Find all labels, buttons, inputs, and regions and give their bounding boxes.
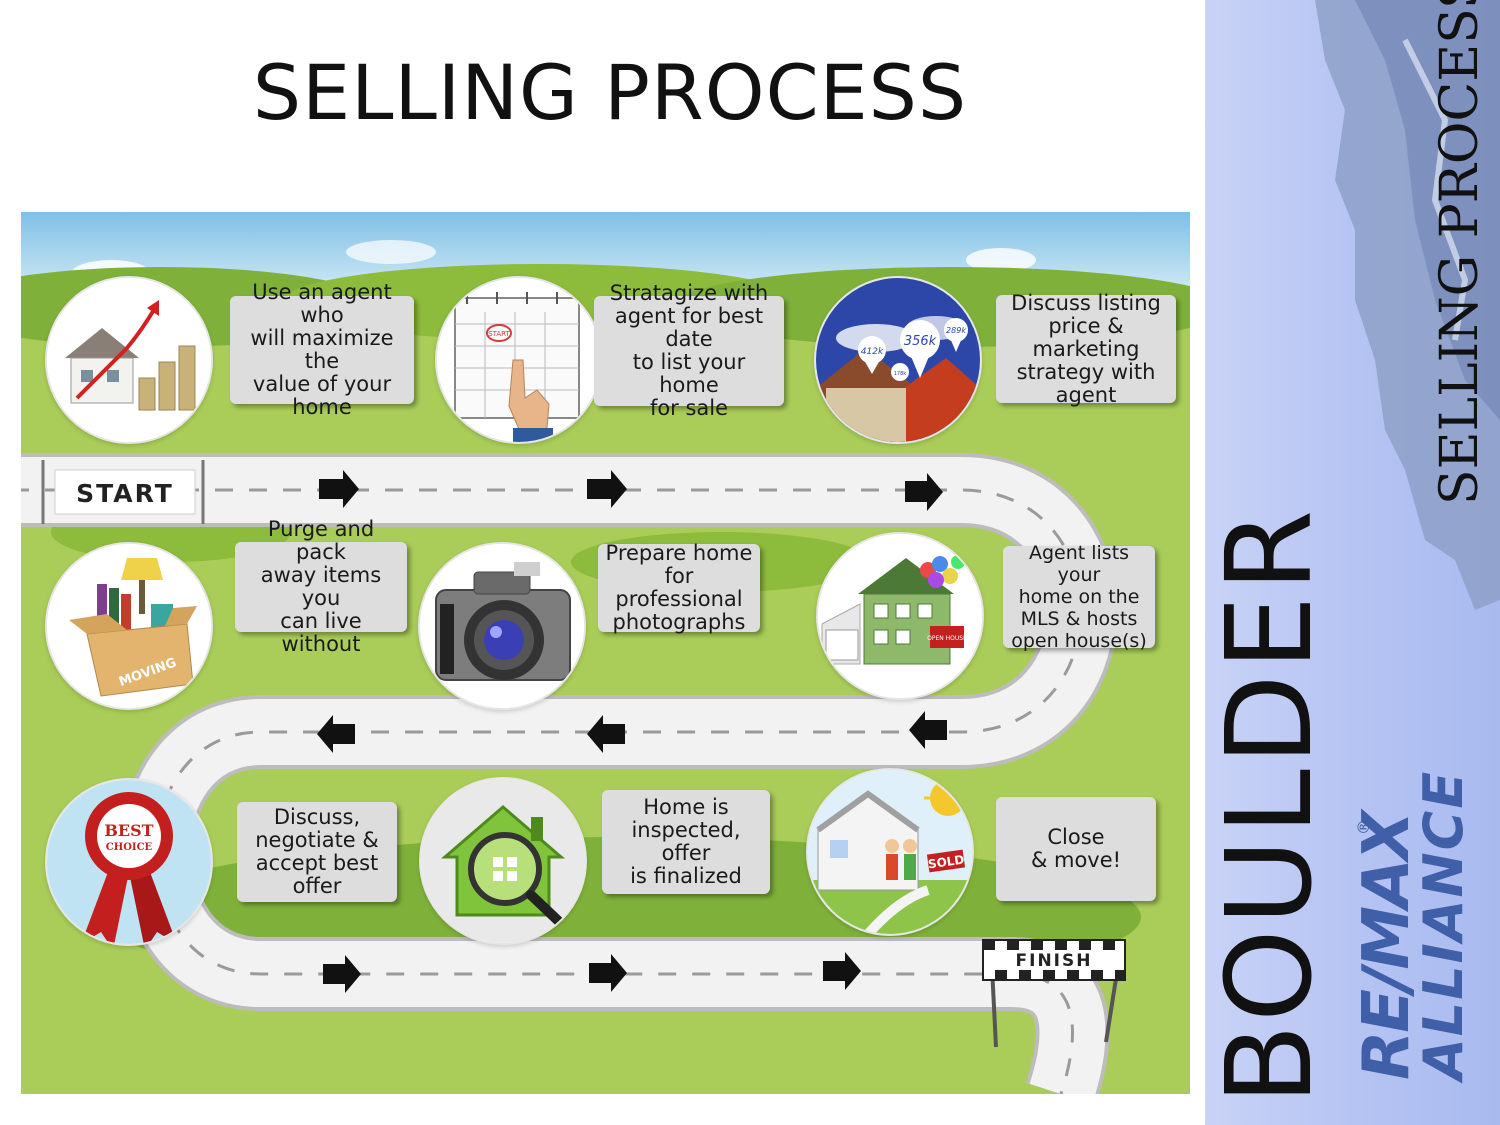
step-2-image: START <box>435 276 603 444</box>
sidebar-panel <box>1205 0 1500 1125</box>
inspection-icon <box>421 779 585 943</box>
sold-sign: SOLD <box>927 853 965 872</box>
ribbon-line-2: CHOICE <box>106 842 153 853</box>
price-tag-1: 412k <box>861 347 884 357</box>
mountain-backdrop <box>1315 0 1500 610</box>
step-7-image: BEST CHOICE <box>45 778 213 946</box>
start-label: START <box>76 479 174 508</box>
step-4-label: Purge and pack away items you can live w… <box>235 518 407 656</box>
logo-line-2: ALLIANCE <box>1412 769 1475 1080</box>
finish-label: FINISH <box>1016 951 1093 971</box>
step-2-label: Stratagize with agent for best date to l… <box>594 282 784 420</box>
sidebar-heading: SELLING PROCESS <box>1430 0 1490 505</box>
open-house-sign: OPEN HOUSE <box>927 635 967 642</box>
step-7-label: Discuss, negotiate & accept best offer <box>237 802 397 902</box>
step-8-image <box>419 777 587 945</box>
finish-flag: FINISH <box>982 939 1126 1048</box>
sold-home-icon: SOLD <box>808 770 972 934</box>
remax-alliance-logo: RE/MAX ® ALLIANCE <box>1350 770 1475 1080</box>
price-pins-icon: 412k 356k 289k 178k <box>816 278 980 442</box>
step-3-label: Discuss listing price & marketing strate… <box>996 291 1176 406</box>
ribbon-line-1: BEST <box>104 821 153 840</box>
house-value-icon <box>47 278 211 442</box>
step-5-label: Prepare home for professional photograph… <box>598 542 760 634</box>
step-6-image: OPEN HOUSE <box>816 532 984 700</box>
city-name: BOULDER <box>1200 505 1338 1105</box>
price-tag-3: 289k <box>946 326 966 335</box>
price-tag-2: 356k <box>904 334 937 349</box>
step-1-label: Use an agent who will maximize the value… <box>230 281 414 419</box>
logo-registered-mark: ® <box>1354 819 1373 835</box>
moving-box-icon: MOVING <box>47 544 211 708</box>
open-house-icon: OPEN HOUSE <box>818 534 982 698</box>
page-title: SELLING PROCESS <box>252 48 968 137</box>
best-choice-ribbon-icon: BEST CHOICE <box>47 780 211 944</box>
start-banner: START <box>41 460 205 524</box>
step-4-image: MOVING <box>45 542 213 710</box>
step-3-image: 412k 356k 289k 178k <box>814 276 982 444</box>
camera-icon <box>420 544 584 708</box>
calendar-icon: START <box>437 278 601 442</box>
process-board: START FINISH <box>21 212 1190 1094</box>
step-9-image: SOLD <box>806 768 974 936</box>
step-1-image <box>45 276 213 444</box>
step-9-label: Close & move! <box>996 797 1156 901</box>
calendar-mark: START <box>488 330 510 338</box>
step-6-label: Agent lists your home on the MLS & hosts… <box>1003 542 1155 652</box>
road-arrows <box>317 470 947 993</box>
step-5-image <box>418 542 586 710</box>
price-tag-4: 178k <box>894 371 907 377</box>
step-8-label: Home is inspected, offer is finalized <box>602 790 770 894</box>
